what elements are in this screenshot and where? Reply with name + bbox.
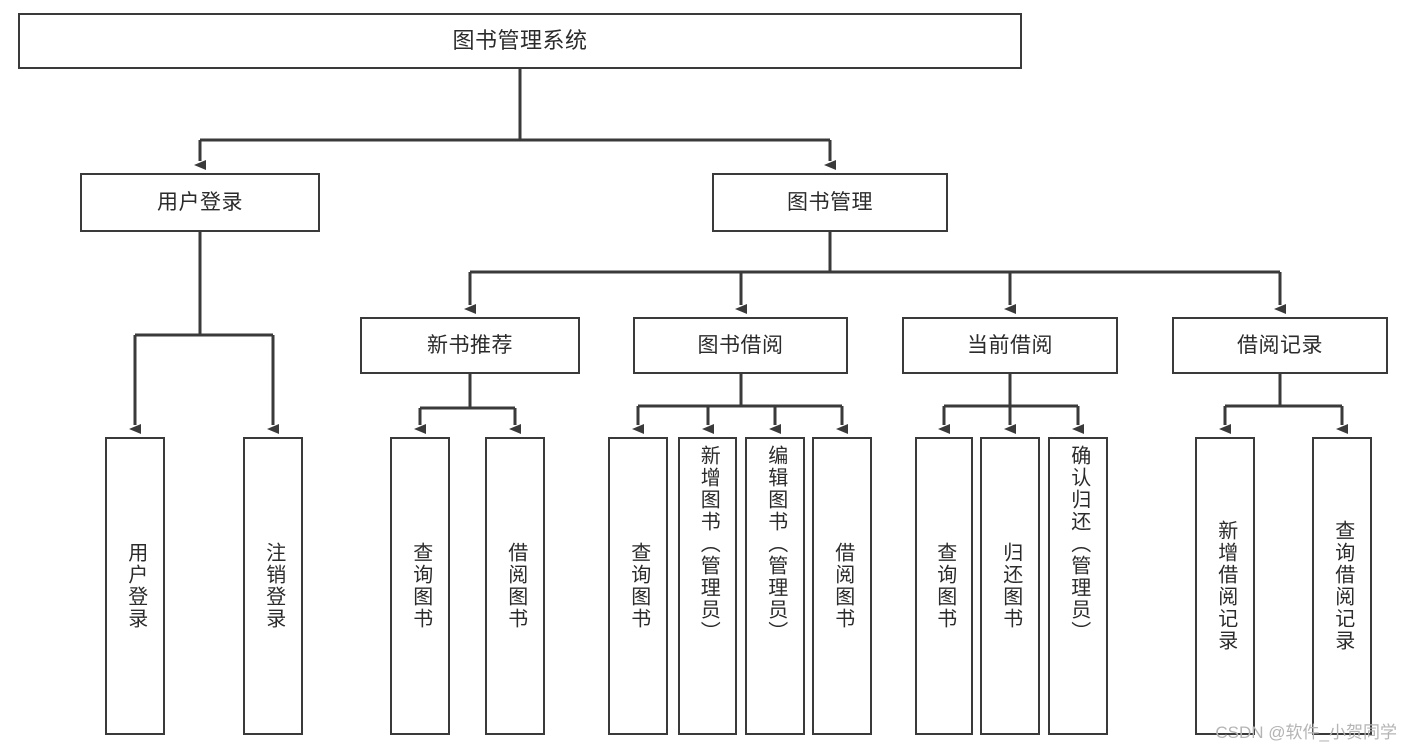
node-user-login[interactable]: 用户登录 (80, 173, 320, 232)
leaf-edit-book-admin[interactable]: 编辑图书（管理员） (745, 437, 805, 735)
node-borrow-record[interactable]: 借阅记录 (1172, 317, 1388, 374)
node-current-borrow[interactable]: 当前借阅 (902, 317, 1118, 374)
node-new-book-recommend[interactable]: 新书推荐 (360, 317, 580, 374)
node-label: 当前借阅 (967, 333, 1053, 357)
node-label: 查询图书 (933, 542, 956, 630)
node-label: 用户登录 (124, 542, 147, 630)
node-label: 注销登录 (262, 542, 285, 630)
node-label: 借阅图书 (504, 542, 527, 630)
node-book-borrow[interactable]: 图书借阅 (633, 317, 848, 374)
leaf-query-book-borrow[interactable]: 查询图书 (608, 437, 668, 735)
node-label: 新增借阅记录 (1214, 520, 1237, 652)
node-label: 借阅记录 (1237, 333, 1323, 357)
node-label: 编辑图书（管理员） (764, 445, 787, 643)
node-label: 归还图书 (999, 542, 1022, 630)
leaf-confirm-return-admin[interactable]: 确认归还（管理员） (1048, 437, 1108, 735)
leaf-user-login[interactable]: 用户登录 (105, 437, 165, 735)
node-label: 图书借阅 (697, 333, 784, 357)
watermark: CSDN @软件_小贺同学 (1215, 723, 1397, 742)
node-book-management[interactable]: 图书管理 (712, 173, 948, 232)
leaf-query-book-current[interactable]: 查询图书 (915, 437, 973, 735)
node-label: 借阅图书 (831, 542, 854, 630)
leaf-borrow-book-recommend[interactable]: 借阅图书 (485, 437, 545, 735)
node-label: 图书管理系统 (452, 27, 588, 53)
node-label: 新书推荐 (427, 333, 513, 357)
node-label: 确认归还（管理员） (1067, 445, 1090, 643)
node-label: 查询图书 (409, 542, 432, 630)
leaf-return-book[interactable]: 归还图书 (980, 437, 1040, 735)
node-root[interactable]: 图书管理系统 (18, 13, 1022, 69)
leaf-borrow-book[interactable]: 借阅图书 (812, 437, 872, 735)
node-label: 查询图书 (627, 542, 650, 630)
leaf-add-borrow-record[interactable]: 新增借阅记录 (1195, 437, 1255, 735)
leaf-logout[interactable]: 注销登录 (243, 437, 303, 735)
leaf-query-borrow-record[interactable]: 查询借阅记录 (1312, 437, 1372, 735)
node-label: 查询借阅记录 (1331, 520, 1354, 652)
node-label: 用户登录 (157, 190, 243, 214)
leaf-query-book-recommend[interactable]: 查询图书 (390, 437, 450, 735)
node-label: 图书管理 (787, 190, 873, 214)
node-label: 新增图书（管理员） (697, 445, 720, 643)
leaf-add-book-admin[interactable]: 新增图书（管理员） (678, 437, 737, 735)
